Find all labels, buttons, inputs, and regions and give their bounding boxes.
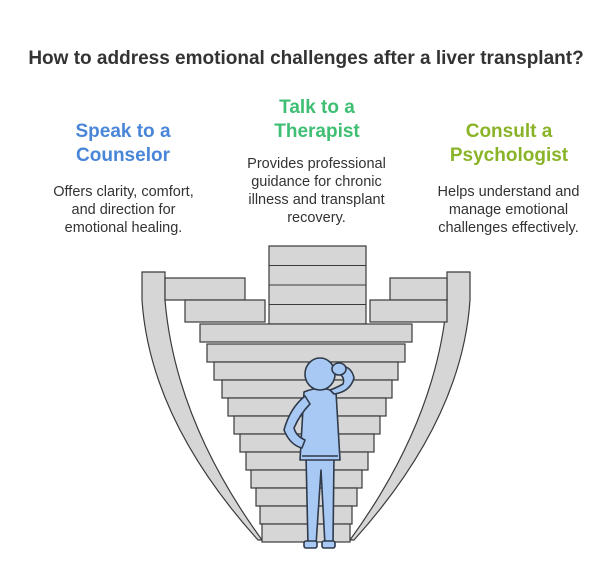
option-psychologist-heading: Consult a Psychologist	[424, 120, 594, 168]
heading-line: Therapist	[274, 121, 360, 142]
option-counselor-description: Offers clarity, comfort, and direction f…	[36, 183, 211, 237]
description-line: illness and transplant	[248, 192, 385, 208]
description-line: manage emotional	[448, 202, 569, 218]
heading-line: Counselor	[76, 145, 170, 166]
figure-part	[303, 540, 318, 549]
thinking-person-icon	[283, 357, 355, 549]
description-line: and direction for	[71, 202, 176, 218]
description-line: recovery.	[287, 210, 346, 226]
figure-part	[331, 362, 347, 376]
left-step	[164, 277, 246, 301]
option-counselor-heading: Speak to a Counselor	[38, 120, 208, 168]
stair-step	[261, 523, 351, 543]
description-line: emotional healing.	[64, 220, 183, 236]
figure-part	[283, 395, 311, 449]
heading-line: Psychologist	[449, 145, 569, 166]
right-step	[389, 277, 448, 301]
option-therapist-heading: Talk to a Therapist	[232, 96, 402, 144]
left-step	[184, 299, 266, 323]
heading-line: Speak to a	[75, 121, 171, 142]
option-therapist-description: Provides professional guidance for chron…	[229, 155, 404, 227]
description-line: Helps understand and	[437, 184, 580, 200]
figure-part	[304, 357, 336, 391]
stair-step	[259, 505, 353, 525]
description-line: guidance for chronic	[251, 174, 382, 190]
heading-line: Talk to a	[279, 97, 355, 118]
heading-line: Consult a	[465, 121, 553, 142]
option-psychologist-description: Helps understand and manage emotional ch…	[421, 183, 596, 237]
stair-step	[199, 323, 413, 343]
right-step	[369, 299, 448, 323]
figure-part	[321, 540, 336, 549]
description-line: Offers clarity, comfort,	[53, 184, 194, 200]
stair-step	[206, 343, 406, 363]
page-title: How to address emotional challenges afte…	[28, 48, 584, 69]
description-line: challenges effectively.	[438, 220, 579, 236]
description-line: Provides professional	[247, 156, 386, 172]
